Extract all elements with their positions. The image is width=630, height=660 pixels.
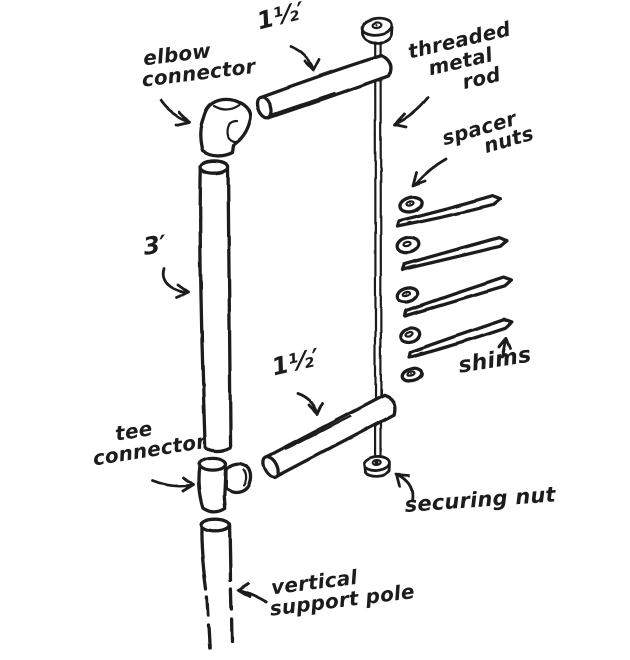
shim-drawing bbox=[400, 235, 509, 272]
elbow-connector-arrow bbox=[159, 99, 191, 127]
nut-dot bbox=[405, 293, 408, 295]
spacer-nut-drawing bbox=[400, 367, 423, 384]
top-rail-length-arrow bbox=[289, 44, 321, 72]
shim-body bbox=[400, 235, 509, 272]
shim-body bbox=[395, 193, 503, 228]
pole-top-end bbox=[199, 517, 232, 533]
spacer-nuts-drawing bbox=[395, 195, 424, 384]
tee-connector-drawing bbox=[197, 456, 253, 514]
securing-nut-rim bbox=[363, 463, 392, 478]
spacer-nuts-arrow bbox=[411, 157, 448, 187]
tee-body bbox=[197, 463, 228, 514]
spacer-nut-drawing bbox=[399, 326, 422, 344]
spacer-nut-drawing bbox=[395, 235, 421, 255]
top-rail-open-end bbox=[255, 95, 274, 120]
top-rail-pipe-drawing bbox=[255, 53, 393, 120]
rod-lines bbox=[374, 40, 383, 460]
vertical-support-pole-arrow bbox=[237, 582, 268, 604]
shim-hole bbox=[406, 220, 413, 225]
annotation-arrows bbox=[151, 44, 512, 604]
nut-hole bbox=[405, 200, 415, 207]
vertical-pipe-body bbox=[198, 164, 233, 453]
threaded-metal-rod-drawing bbox=[374, 40, 383, 460]
spacer-nut-drawing bbox=[398, 195, 424, 214]
shim-body bbox=[407, 318, 514, 360]
nut-hole bbox=[402, 240, 412, 248]
shim-drawing bbox=[407, 318, 514, 360]
vertical-pipe-top-end bbox=[198, 159, 230, 175]
threaded-rod-arrow bbox=[393, 96, 430, 129]
nut-hole bbox=[404, 330, 415, 338]
elbow-connector-drawing bbox=[198, 97, 253, 158]
securing-nut-dot bbox=[375, 460, 379, 465]
securing-nut-arrow bbox=[395, 473, 414, 502]
top-nut-hole bbox=[371, 21, 382, 29]
nut-dot bbox=[409, 373, 412, 376]
shims-arrow bbox=[498, 336, 512, 358]
bottom-rail-open-end bbox=[261, 455, 281, 479]
tee-connector-arrow bbox=[151, 476, 196, 493]
shim-hole bbox=[418, 351, 424, 356]
pole-dashed-continuation bbox=[205, 587, 234, 649]
securing-nut-hole bbox=[371, 458, 383, 467]
bottom-rail-pipe-drawing bbox=[261, 393, 397, 479]
vertical-pipe-length-arrow bbox=[161, 266, 190, 299]
shim-body bbox=[403, 275, 514, 318]
top-nut-hole-dot bbox=[375, 24, 377, 26]
top-rail-body bbox=[258, 53, 393, 120]
rod-top-nut-drawing bbox=[360, 16, 394, 45]
elbow-body bbox=[198, 97, 253, 158]
nut-hole bbox=[401, 290, 412, 298]
bottom-rail-length-arrow bbox=[296, 392, 324, 416]
nut-hole bbox=[405, 371, 416, 378]
spacer-nut-drawing bbox=[395, 286, 420, 304]
tee-top-opening bbox=[197, 456, 228, 472]
label-line: 3′ bbox=[141, 229, 169, 261]
shim-hole bbox=[411, 264, 418, 268]
shims-drawing bbox=[395, 193, 514, 360]
top-rail-overdraw bbox=[270, 92, 336, 116]
nut-dot bbox=[409, 202, 411, 205]
pole-sides bbox=[199, 524, 233, 591]
shim-hole bbox=[414, 309, 420, 314]
shim-drawing bbox=[403, 275, 514, 318]
vertical-pipe-length-label: 3′ bbox=[141, 229, 169, 261]
bottom-rail-overdraw bbox=[284, 415, 352, 451]
securing-nut-drawing bbox=[362, 455, 392, 478]
shim-drawing bbox=[395, 193, 503, 228]
top-nut-rim bbox=[360, 25, 394, 45]
vertical-support-pole-drawing bbox=[199, 517, 234, 649]
tee-branch-opening bbox=[242, 468, 248, 487]
vertical-pipe-drawing bbox=[198, 159, 233, 453]
elbow-detail bbox=[212, 103, 241, 144]
